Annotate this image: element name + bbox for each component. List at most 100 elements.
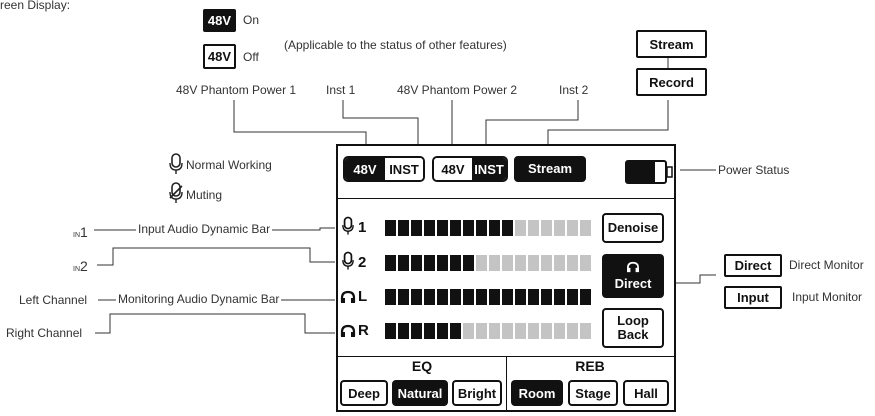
- level-segment: [567, 289, 578, 305]
- level-segment: [385, 220, 396, 236]
- level-segment: [515, 255, 526, 271]
- level-segment: [411, 220, 422, 236]
- monitoring-bar-label: Monitoring Audio Dynamic Bar: [116, 292, 282, 306]
- in2-label: IN2: [73, 258, 88, 274]
- level-segment: [580, 289, 591, 305]
- level-segment: [411, 255, 422, 271]
- level-segment: [580, 255, 591, 271]
- mic-muted-icon: [169, 182, 183, 209]
- level-segment: [385, 323, 396, 339]
- direct-label: Direct: [614, 276, 652, 291]
- eq-natural-button[interactable]: Natural: [392, 380, 448, 406]
- level-segment: [541, 323, 552, 339]
- level-segment: [450, 289, 461, 305]
- headphone-icon: [340, 324, 356, 343]
- level-segment: [515, 220, 526, 236]
- level-segment: [567, 323, 578, 339]
- device-screen: 48V INST 48V INST Stream 1 2 L R Denoise…: [336, 144, 676, 412]
- level-segment: [463, 323, 474, 339]
- level-segment: [463, 289, 474, 305]
- denoise-button[interactable]: Denoise: [602, 213, 664, 243]
- input-badge: Input: [724, 286, 782, 309]
- input-monitor-label: Input Monitor: [792, 290, 863, 304]
- level-segment: [437, 220, 448, 236]
- input-1-level-bar: [385, 220, 591, 236]
- reb-title: REB: [575, 358, 605, 374]
- level-segment: [489, 220, 500, 236]
- row-label-l: L: [358, 288, 368, 305]
- level-segment: [528, 255, 539, 271]
- level-segment: [424, 323, 435, 339]
- inst-2-label: Inst 2: [559, 83, 589, 97]
- level-segment: [554, 220, 565, 236]
- level-segment: [450, 220, 461, 236]
- eq-title: EQ: [411, 358, 433, 374]
- inst-segment-1: INST: [385, 158, 423, 180]
- level-segment: [398, 255, 409, 271]
- 48v-off-badge: 48V: [203, 44, 236, 69]
- row-label-r: R: [358, 322, 369, 339]
- level-segment: [424, 220, 435, 236]
- level-segment: [567, 255, 578, 271]
- phantom-power-2-label: 48V Phantom Power 2: [397, 83, 518, 97]
- power-status-label: Power Status: [718, 163, 790, 177]
- channel-1-status-pill[interactable]: 48V INST: [343, 156, 425, 182]
- mic-icon: [169, 153, 183, 180]
- level-segment: [385, 289, 396, 305]
- left-channel-label: Left Channel: [19, 293, 88, 307]
- channel-2-status-pill[interactable]: 48V INST: [432, 156, 508, 182]
- level-segment: [398, 323, 409, 339]
- level-segment: [580, 323, 591, 339]
- level-segment: [554, 323, 565, 339]
- level-segment: [567, 220, 578, 236]
- 48v-segment-2: 48V: [434, 158, 472, 180]
- right-monitor-level-bar: [385, 323, 591, 339]
- level-segment: [424, 255, 435, 271]
- 48v-on-label: On: [243, 13, 260, 27]
- level-segment: [385, 255, 396, 271]
- eq-bright-button[interactable]: Bright: [452, 380, 502, 406]
- stream-status-button[interactable]: Stream: [514, 156, 586, 182]
- level-segment: [541, 220, 552, 236]
- level-segment: [502, 323, 513, 339]
- row-label-1: 1: [358, 219, 367, 236]
- level-segment: [580, 220, 591, 236]
- mic-icon: [342, 251, 354, 276]
- level-segment: [476, 289, 487, 305]
- direct-monitor-button[interactable]: Direct: [602, 254, 664, 298]
- muting-label: Muting: [186, 188, 223, 202]
- level-segment: [489, 289, 500, 305]
- reb-room-button[interactable]: Room: [511, 380, 563, 406]
- level-segment: [463, 220, 474, 236]
- eq-deep-button[interactable]: Deep: [340, 380, 388, 406]
- level-segment: [554, 255, 565, 271]
- level-segment: [541, 289, 552, 305]
- level-segment: [476, 323, 487, 339]
- loopback-button[interactable]: Loop Back: [602, 308, 664, 348]
- level-segment: [411, 289, 422, 305]
- left-monitor-level-bar: [385, 289, 591, 305]
- level-segment: [398, 220, 409, 236]
- level-segment: [502, 220, 513, 236]
- normal-working-label: Normal Working: [186, 158, 272, 172]
- battery-icon: [625, 160, 677, 189]
- stream-legend-button: Stream: [636, 30, 707, 58]
- input-2-level-bar: [385, 255, 591, 271]
- level-segment: [489, 255, 500, 271]
- top-divider: [338, 198, 674, 199]
- header-fragment: reen Display:: [0, 0, 71, 12]
- level-segment: [515, 289, 526, 305]
- level-segment: [502, 289, 513, 305]
- reb-hall-button[interactable]: Hall: [623, 380, 669, 406]
- level-segment: [541, 255, 552, 271]
- inst-segment-2: INST: [472, 158, 506, 180]
- mic-icon: [342, 216, 354, 241]
- row-label-2: 2: [358, 254, 367, 271]
- direct-badge: Direct: [724, 254, 782, 277]
- headphone-icon: [340, 290, 356, 309]
- level-segment: [411, 323, 422, 339]
- reb-stage-button[interactable]: Stage: [568, 380, 618, 406]
- level-segment: [424, 289, 435, 305]
- 48v-off-label: Off: [243, 50, 259, 64]
- level-segment: [476, 220, 487, 236]
